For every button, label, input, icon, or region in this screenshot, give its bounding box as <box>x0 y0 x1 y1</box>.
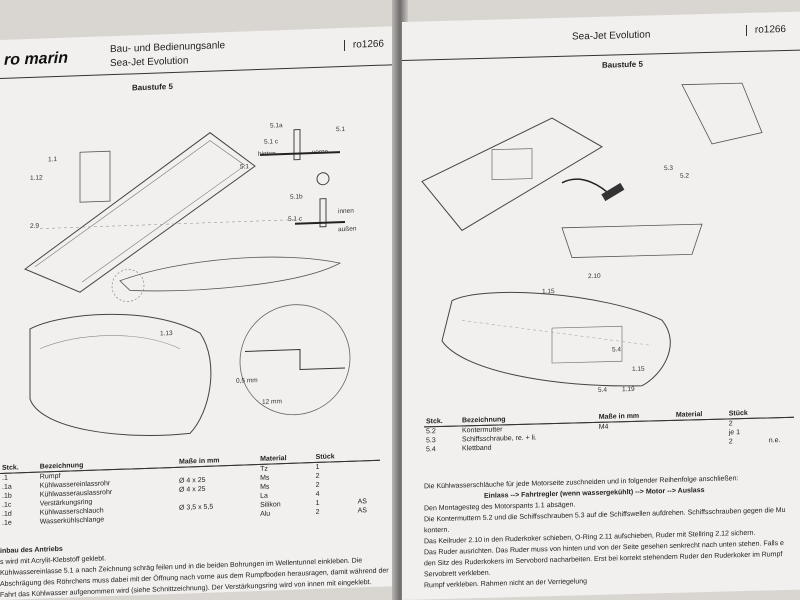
callout-5-1a: 5.1a <box>270 122 283 130</box>
label-innen: innen <box>338 207 354 216</box>
callout-5-3: 5.3 <box>664 164 674 173</box>
right-header-code: ro1266 <box>745 23 786 36</box>
table-cell: AS <box>357 507 367 515</box>
left-parts-table: Stck. Bezeichnung Maße in mm Material St… <box>0 450 380 528</box>
right-manual-page: Sea-Jet Evolution ro1266 Baustufe 5 5.3 … <box>402 11 800 600</box>
left-page-header: Bau- und Bedienungsanle Sea-Jet Evolutio… <box>0 32 398 79</box>
table-cell: n.e. <box>768 437 781 445</box>
table-cell <box>597 439 674 450</box>
left-instructions: inbau des Antriebs s wird mit Acrylit-Kl… <box>0 532 389 600</box>
callout-5-1: 5.1 <box>336 125 346 134</box>
callout-1-19: 1.19 <box>622 385 635 394</box>
motor-installation-drawing <box>421 82 763 387</box>
hull-assembly-drawing <box>23 129 351 436</box>
callout-1-12: 1.12 <box>30 174 43 182</box>
right-stage-title: Baustufe 5 <box>602 59 643 70</box>
label-vorne: vorne <box>312 148 329 157</box>
callout-5-1b: 5.1b <box>290 193 303 201</box>
table-cell: Alu <box>260 510 271 518</box>
callout-1-1: 1.1 <box>48 156 58 164</box>
left-manual-page: ro marin Bau- und Bedienungsanle Sea-Jet… <box>0 26 398 600</box>
table-cell: 2 <box>315 508 320 516</box>
callout-5-4-bottom: 5.4 <box>598 386 608 394</box>
dimension-12mm: 12 mm <box>262 398 282 406</box>
callout-5-4-top: 5.4 <box>612 346 622 354</box>
dimension-0-5mm: 0,5 mm <box>236 377 258 385</box>
callout-5-2: 5.2 <box>680 172 690 180</box>
table-cell: 2 <box>728 438 733 446</box>
callout-1-15-top: 1.15 <box>542 288 555 296</box>
table-cell: .1e <box>2 519 12 527</box>
callout-2-10: 2.10 <box>588 272 601 281</box>
callout-5-1c-top: 5.1 c <box>264 138 279 146</box>
right-header-title: Sea-Jet Evolution <box>572 29 651 43</box>
callout-hull-5-1: 5.1 <box>240 163 250 171</box>
callout-1-13: 1.13 <box>160 329 173 338</box>
right-parts-table: Stck. Bezeichnung Maße in mm Material St… <box>424 407 794 455</box>
right-instructions: Die Kühlwasserschläuche für jede Motorse… <box>424 472 786 591</box>
table-cell: 5.4 <box>426 446 436 454</box>
callout-5-1c-bottom: 5.1 c <box>288 215 303 223</box>
left-header-code: ro1266 <box>343 38 384 51</box>
right-page-header: Sea-Jet Evolution ro1266 <box>402 17 800 61</box>
label-hinten: hinten <box>258 150 276 158</box>
callout-1-15-bottom: 1.15 <box>632 365 645 373</box>
table-cell <box>674 437 727 447</box>
label-aussen: außen <box>338 225 357 234</box>
left-header-subtitle: Sea-Jet Evolution <box>110 55 189 70</box>
callout-2-9: 2.9 <box>30 222 40 230</box>
left-stage-title: Baustufe 5 <box>132 81 173 93</box>
left-header-title: Bau- und Bedienungsanle <box>110 40 226 56</box>
table-cell <box>177 510 258 522</box>
